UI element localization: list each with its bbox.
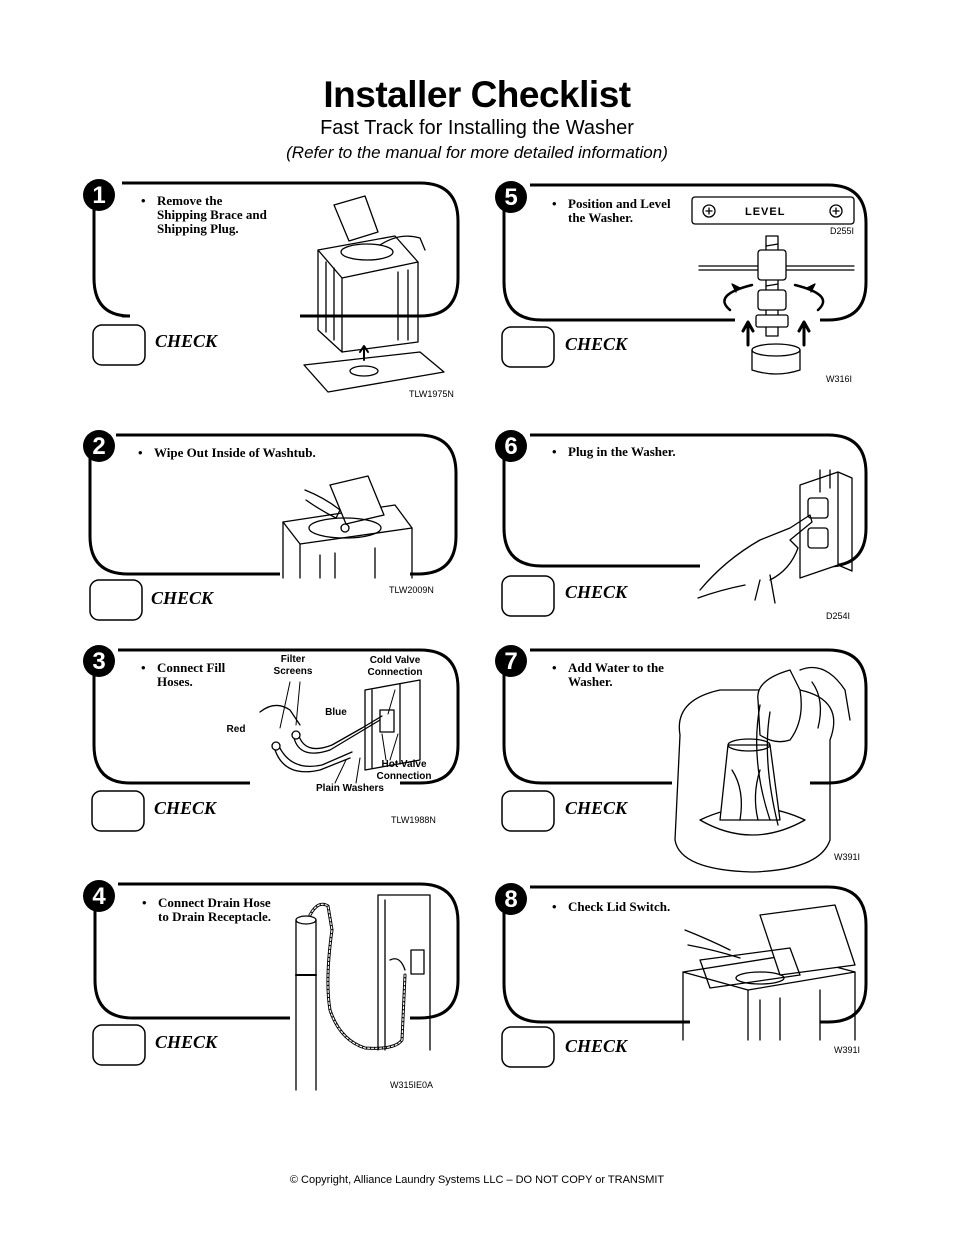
step-1-checkbox: [92, 324, 146, 366]
step-2-badge: [83, 430, 115, 462]
step-3-checkbox: [91, 790, 145, 832]
cold-valve-callout: Cold Valve Connection: [367, 655, 423, 678]
page-title: Installer Checklist: [323, 74, 631, 115]
step-8-checkbox: [501, 1026, 555, 1068]
blue-callout: Blue: [325, 707, 347, 718]
step-2-figure-code: TLW2009N: [389, 585, 434, 595]
step-3-frame: [92, 648, 460, 785]
step-3-instruction: •Connect Fill Hoses.: [141, 660, 226, 689]
step-6-instruction: •Plug in the Washer.: [552, 444, 676, 459]
step-1-badge: [83, 179, 115, 211]
step-5-instruction: •Position and Level the Washer.: [552, 196, 671, 225]
step-7-figure-code: W391I: [834, 852, 861, 862]
step-8-number: 8: [504, 886, 518, 913]
step-3-badge: [83, 645, 115, 677]
step-2-check-label: CHECK: [151, 588, 214, 608]
step-4-instruction: •Connect Drain Hose to Drain Receptacle.: [142, 895, 271, 924]
step-8-lid-illustration: [682, 904, 856, 1041]
step-1-check-label: CHECK: [155, 331, 218, 351]
step-3-hoses-illustration: [259, 679, 421, 784]
step-6-outlet-illustration: [697, 469, 853, 604]
step-7-frame: [502, 648, 868, 785]
step-3-check-label: CHECK: [154, 798, 217, 818]
step-2-checkbox: [89, 579, 143, 621]
step-4-number: 4: [92, 883, 106, 910]
step-8-check-label: CHECK: [565, 1036, 628, 1056]
step-8-badge: [495, 883, 527, 915]
step-8-instruction: •Check Lid Switch.: [552, 899, 671, 914]
step-8-figure-code: W391I: [834, 1045, 861, 1055]
step-1-frame: [92, 181, 460, 318]
step-4-check-label: CHECK: [155, 1032, 218, 1052]
copyright-footer: © Copyright, Alliance Laundry Systems LL…: [289, 1174, 665, 1186]
step-7-pour-illustration: [674, 666, 851, 873]
red-callout: Red: [226, 724, 246, 735]
step-1-instruction: •Remove the Shipping Brace and Shipping …: [141, 193, 267, 236]
manual-note: (Refer to the manual for more detailed i…: [286, 143, 668, 162]
step-8-frame: [502, 885, 868, 1024]
step-1-figure-code: TLW1975N: [409, 389, 454, 399]
step-6-badge: [495, 430, 527, 462]
level-label: LEVEL: [745, 206, 786, 218]
step-6-frame: [502, 433, 868, 568]
plain-washers-callout: Plain Washers: [316, 783, 384, 794]
step-6-checkbox: [501, 575, 555, 617]
step-3-figure-code: TLW1988N: [391, 815, 436, 825]
step-4-frame: [93, 882, 460, 1020]
step-5-figure-code: W316I: [826, 374, 853, 384]
step-2-instruction: •Wipe Out Inside of Washtub.: [138, 445, 316, 460]
step-number-badges: [83, 179, 527, 915]
step-4-checkbox: [92, 1024, 146, 1066]
step-5-check-label: CHECK: [565, 334, 628, 354]
step-6-number: 6: [504, 433, 518, 460]
step-7-number: 7: [504, 648, 518, 675]
step-6-figure-code: D254I: [826, 611, 851, 621]
step-2-number: 2: [92, 433, 106, 460]
step-4-figure-code: W315IE0A: [390, 1080, 434, 1090]
step-3-number: 3: [92, 648, 106, 675]
step-7-badge: [495, 645, 527, 677]
step-2-washtub-illustration: [282, 475, 413, 579]
step-5-level-code: D255I: [830, 226, 855, 236]
step-7-check-label: CHECK: [565, 798, 628, 818]
step-7-instruction: •Add Water to the Washer.: [552, 660, 664, 689]
step-2-frame: [88, 433, 458, 576]
step-4-drain-illustration: [295, 894, 431, 1091]
step-7-checkbox: [501, 790, 555, 832]
page-subtitle: Fast Track for Installing the Washer: [320, 117, 634, 139]
step-5-frame: [502, 183, 868, 322]
hot-valve-callout: Hot Valve Connection: [376, 759, 432, 782]
filter-screens-callout: Filter Screens: [273, 654, 313, 677]
step-5-level-illustration: [691, 196, 855, 375]
step-1-number: 1: [92, 182, 106, 209]
step-6-check-label: CHECK: [565, 582, 628, 602]
step-1-washer-illustration: [303, 195, 445, 393]
step-5-number: 5: [504, 184, 518, 211]
step-4-badge: [83, 880, 115, 912]
step-5-badge: [495, 181, 527, 213]
step-5-checkbox: [501, 326, 555, 368]
